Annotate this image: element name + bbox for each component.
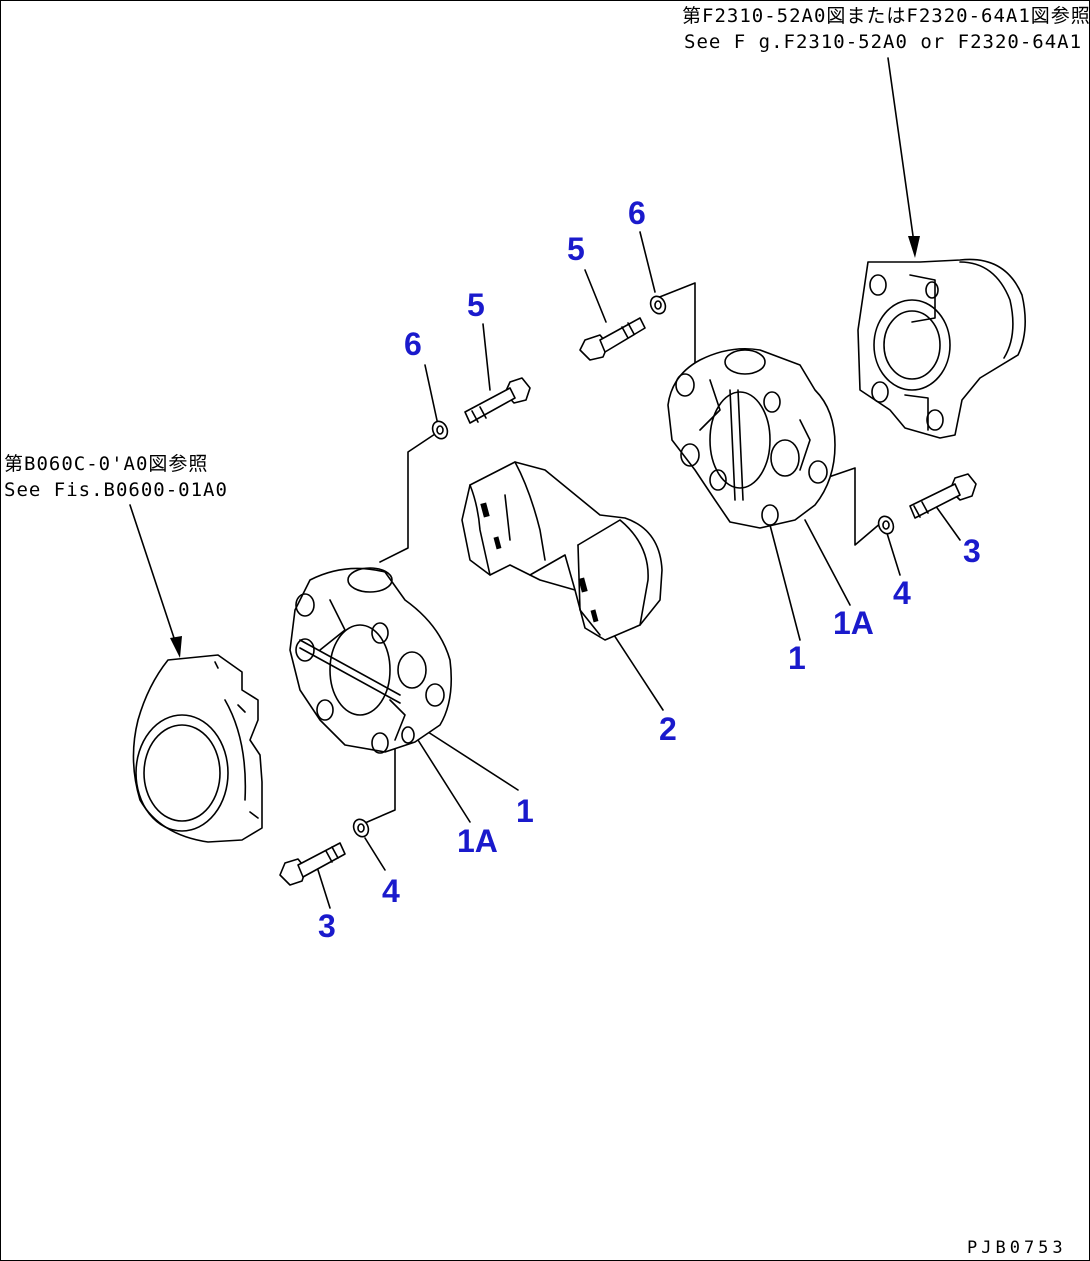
reference-note-top-right-en: See F g.F2310-52A0 or F2320-64A1 <box>684 31 1083 53</box>
drawing-code: PJB0753 <box>967 1238 1067 1258</box>
callout-5-upper: 5 <box>567 231 585 267</box>
reference-note-left-jp: 第B060C-0'A0図参照 <box>4 453 209 475</box>
callout-3-right: 3 <box>963 533 981 569</box>
callout-6-left: 6 <box>404 326 422 362</box>
callout-1a-right: 1A <box>833 605 874 641</box>
washer-4-right <box>877 515 895 535</box>
callout-6-upper: 6 <box>628 195 646 231</box>
leader-lines <box>129 57 961 909</box>
washer-4-left <box>352 818 370 838</box>
bolt-3-left <box>279 842 346 886</box>
callout-1-left: 1 <box>516 793 534 829</box>
callout-1a-left: 1A <box>457 823 498 859</box>
callout-1-right: 1 <box>788 640 806 676</box>
washer-6-left <box>431 420 449 440</box>
right-flange-yoke <box>857 258 1026 439</box>
callout-5-left: 5 <box>467 287 485 323</box>
callout-3-left: 3 <box>318 908 336 944</box>
reference-note-top-right-jp: 第F2310-52A0図またはF2320-64A1図参照 <box>682 5 1090 27</box>
bolt-3-right <box>909 473 977 519</box>
middle-drive-shaft <box>461 461 663 641</box>
washer-6-upper <box>649 295 667 315</box>
callout-4-left: 4 <box>382 873 400 909</box>
bolt-5-upper <box>579 317 646 361</box>
left-universal-joint <box>289 567 453 754</box>
callout-4-right: 4 <box>893 575 911 611</box>
callout-2: 2 <box>659 711 677 747</box>
right-universal-joint <box>667 347 836 529</box>
left-flange-yoke <box>132 654 263 843</box>
bolt-5-left <box>464 377 531 424</box>
reference-note-left-en: See Fis.B0600-01A0 <box>4 479 228 501</box>
